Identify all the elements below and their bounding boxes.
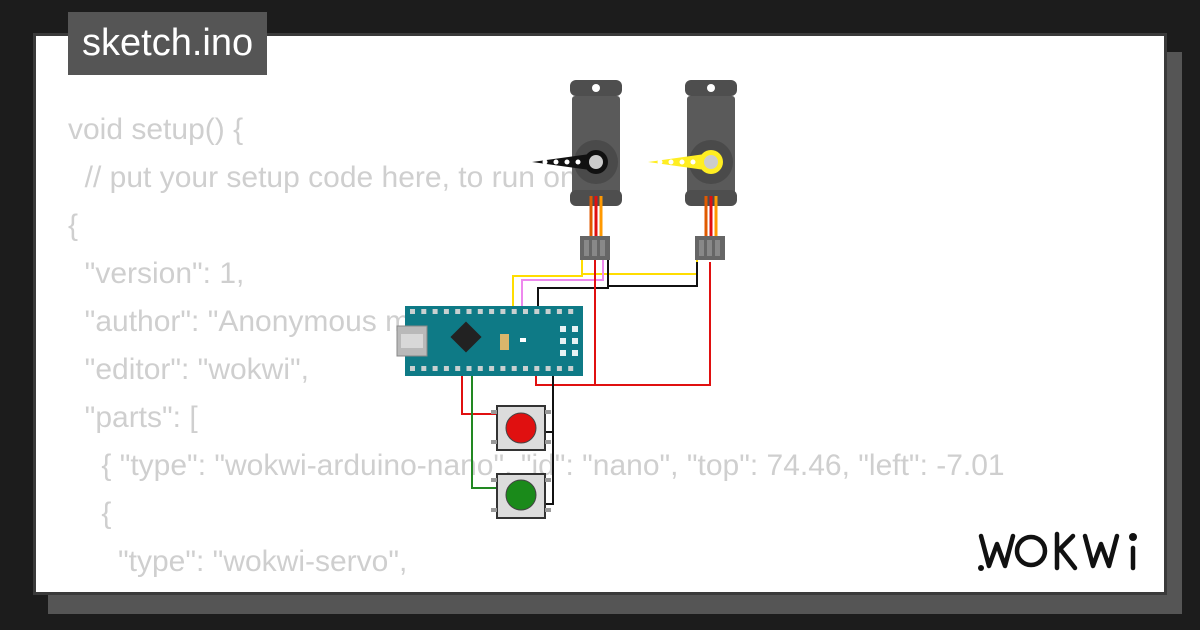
code-line: { "type": "wokwi-arduino-nano", "id": "n…	[68, 449, 1005, 482]
pushbutton-green[interactable]	[491, 473, 551, 519]
code-line: "version": 1,	[68, 257, 245, 290]
header-pin	[511, 309, 517, 314]
header-pin	[410, 366, 415, 371]
header-pin	[523, 366, 528, 371]
wire-gnd	[531, 260, 609, 311]
header-pin	[443, 366, 449, 371]
code-line: {	[68, 209, 79, 242]
servo-left	[532, 80, 622, 260]
header-pin	[466, 366, 472, 371]
servo-right	[648, 80, 737, 260]
wire-servo2-signal	[582, 260, 698, 275]
header-pin	[443, 309, 449, 314]
header-pin	[421, 309, 427, 314]
pushbutton-red[interactable]	[491, 405, 551, 451]
header-pin	[500, 366, 506, 371]
header-pin	[545, 309, 551, 314]
file-name-tab: sketch.ino	[68, 12, 268, 75]
wire-vcc-1	[535, 260, 596, 386]
wire-vcc-2	[595, 262, 711, 386]
header-pin	[556, 309, 562, 314]
wire-servo1-signal	[512, 260, 583, 308]
header-pin	[432, 366, 438, 371]
header-pin	[489, 366, 495, 371]
wire-button1-signal	[461, 372, 500, 415]
header-pin	[511, 366, 517, 371]
header-pin	[568, 366, 574, 371]
code-line: "editor": "wokwi",	[68, 353, 309, 386]
wokwi-logo	[978, 531, 1137, 571]
header-pin	[489, 309, 495, 314]
code-line: "type": "wokwi-servo",	[68, 545, 408, 578]
microcontroller-chip	[450, 321, 482, 353]
header-pin	[421, 366, 427, 371]
header-pin	[534, 309, 540, 314]
header-pin	[477, 309, 483, 314]
wire-button2-signal	[471, 372, 500, 489]
wire-gnd-2	[608, 262, 698, 287]
header-pin	[545, 366, 551, 371]
header-pin	[455, 309, 461, 314]
header-pin	[477, 366, 483, 371]
header-pin	[455, 366, 461, 371]
code-line: void setup() {	[68, 113, 244, 146]
header-pin	[556, 366, 562, 371]
wire-button-gnd	[545, 372, 554, 505]
header-pin	[534, 366, 540, 371]
header-pin	[466, 309, 472, 314]
header-pin	[432, 309, 438, 314]
wire-servo1-pink	[521, 260, 604, 308]
header-pin	[523, 309, 528, 314]
code-line: {	[68, 497, 112, 530]
code-line: "parts": [	[68, 401, 198, 434]
header-pin	[568, 309, 574, 314]
header-pin	[410, 309, 415, 314]
header-pin	[500, 309, 506, 314]
wires	[461, 260, 711, 505]
arduino-nano-board	[396, 306, 583, 376]
